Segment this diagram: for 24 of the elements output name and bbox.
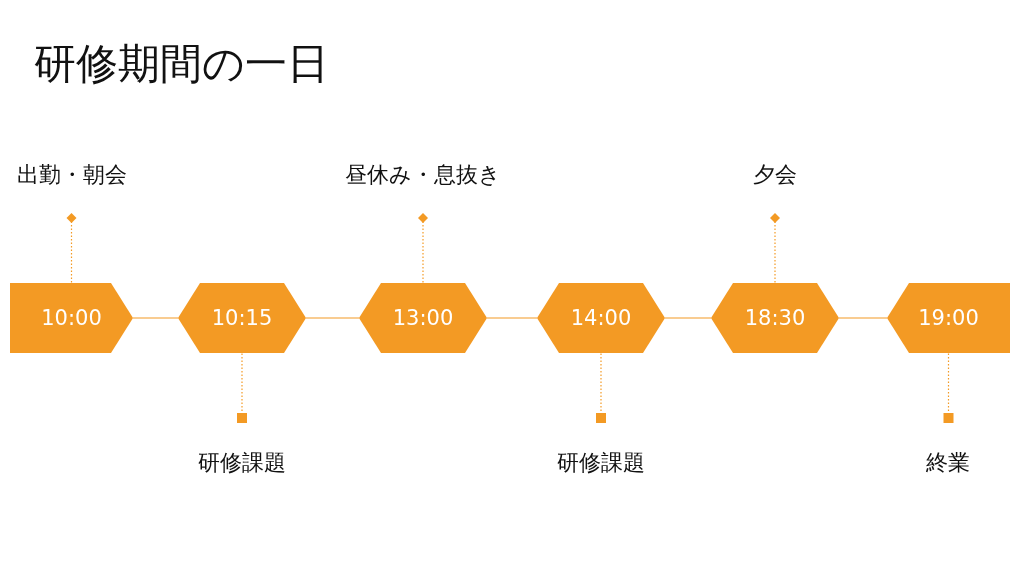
title: 研修期間の一日 bbox=[34, 38, 329, 90]
event-label: 終業 bbox=[926, 449, 970, 477]
connector-line bbox=[838, 317, 888, 319]
time-hexagon: 18:30 bbox=[711, 283, 839, 353]
event-label: 夕会 bbox=[753, 161, 797, 189]
event-label: 昼休み・息抜き bbox=[345, 161, 501, 189]
time-hexagon: 13:00 bbox=[359, 283, 487, 353]
event-label: 研修課題 bbox=[557, 449, 645, 477]
time-hexagon: 19:00 bbox=[887, 283, 1010, 353]
leader-line bbox=[66, 213, 77, 284]
leader-line bbox=[237, 352, 247, 423]
connector-line bbox=[132, 317, 179, 319]
leader-line bbox=[418, 213, 428, 284]
leader-line bbox=[770, 213, 780, 284]
connector-line bbox=[486, 317, 538, 319]
connector-line bbox=[664, 317, 712, 319]
time-hexagon: 10:15 bbox=[178, 283, 306, 353]
leader-line bbox=[943, 352, 954, 423]
event-label: 研修課題 bbox=[198, 449, 286, 477]
connector-line bbox=[305, 317, 360, 319]
time-hexagon: 14:00 bbox=[537, 283, 665, 353]
leader-line bbox=[596, 352, 606, 423]
time-hexagon: 10:00 bbox=[10, 283, 133, 353]
event-label: 出勤・朝会 bbox=[17, 161, 127, 189]
